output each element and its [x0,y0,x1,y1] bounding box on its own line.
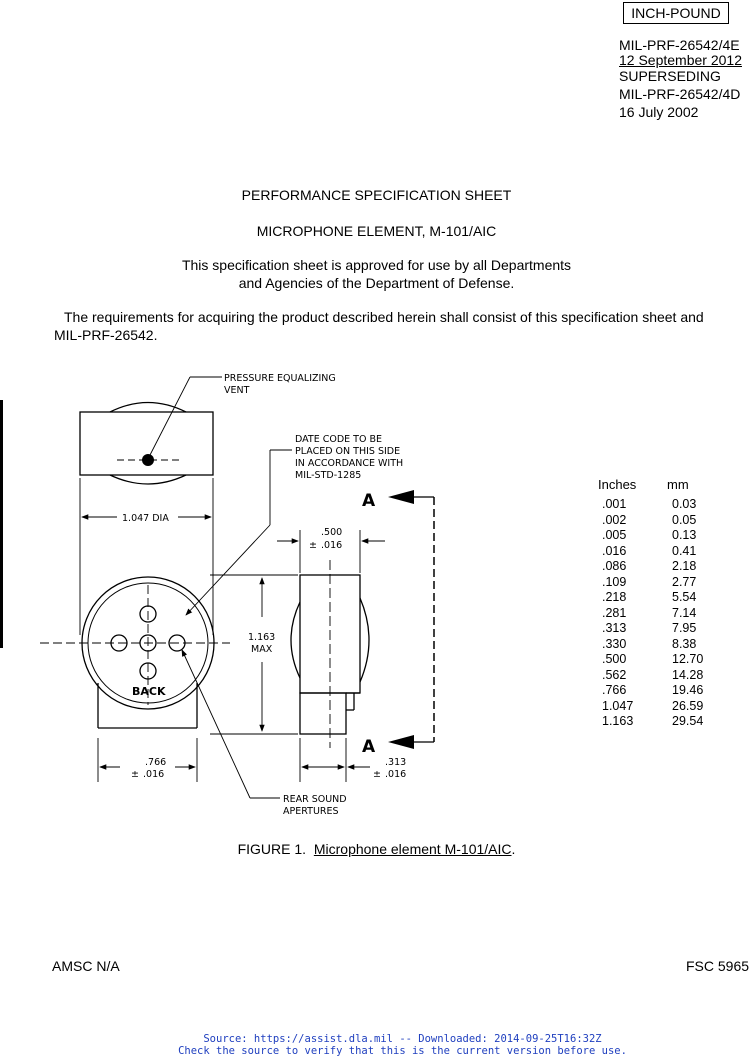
dim-313: .313 [385,757,406,768]
sheet-type-title: PERFORMANCE SPECIFICATION SHEET [241,187,512,203]
conversion-mm-value: 7.95 [672,621,697,635]
approval-line-1: This specification sheet is approved for… [181,257,572,273]
dim-1163: 1.163 [248,632,275,643]
conversion-header-inches: Inches [598,477,637,492]
section-a-top: A [362,491,376,511]
conversion-mm-value: 0.03 [672,497,697,511]
conversion-mm-value: 29.54 [672,714,704,728]
source-line-2: Check the source to verify that this is … [178,1045,627,1057]
dim-500: .500 [321,527,342,538]
conversion-inch-value: .109 [602,574,627,589]
doc-date: 12 September 2012 [619,52,742,68]
fsc-label: FSC 5965 [686,958,750,974]
conversion-mm-value: 0.05 [672,512,697,527]
conversion-inch-value: .016 [602,543,627,558]
tol-500: .016 [321,540,342,551]
conversion-mm-value: 2.77 [672,574,697,589]
date-code-label-1: DATE CODE TO BE [295,434,382,445]
conversion-inches-column: .001.002.005.016.086.109.218.281.313.330… [602,497,642,730]
plus-minus-500: ± [309,540,317,551]
conversion-inch-value: .086 [602,559,627,573]
conversion-mm-value: 19.46 [672,683,704,697]
top-view-dome [109,401,187,413]
vent-label-1: PRESSURE EQUALIZING [224,373,336,384]
conversion-mm-value: 12.70 [672,652,704,666]
source-line-1: Source: https://assist.dla.mil -- Downlo… [203,1033,602,1045]
conversion-mm-value: 5.54 [672,590,697,604]
conversion-mm-value: 2.18 [672,559,697,573]
microphone-drawing: PRESSURE EQUALIZING VENT DATE CODE TO BE… [40,373,435,817]
plus-minus-766: ± [131,769,139,780]
conversion-inch-value: .218 [602,590,627,604]
back-label: BACK [132,685,166,698]
conversion-mm-value: 14.28 [672,667,704,682]
conversion-inch-value: .330 [602,636,627,651]
max-label: MAX [251,644,273,655]
conversion-mm-value: 0.13 [672,528,697,542]
section-a-bottom: A [362,737,376,757]
conversion-inch-value: .001 [602,497,627,511]
source-notice: Source: https://assist.dla.mil -- Downlo… [0,1033,753,1057]
figure-suffix: . [511,841,516,857]
date-code-label-2: PLACED ON THIS SIDE [295,446,400,457]
doc-number: MIL-PRF-26542/4E [619,37,740,53]
date-code-label-3: IN ACCORDANCE WITH [295,458,403,469]
conversion-inch-value: .313 [602,621,627,635]
conversion-mm-value: 8.38 [672,636,697,651]
conversion-inch-value: .281 [602,605,627,620]
dia-dimension: 1.047 DIA [122,513,169,524]
conversion-inch-value: .002 [602,512,627,527]
change-bar [0,400,3,648]
top-view-body [79,411,214,476]
conversion-inch-value: 1.047 [602,698,634,713]
superseding-label: SUPERSEDING [619,68,721,84]
conversion-inch-value: .005 [602,528,627,542]
conversion-inch-value: .562 [602,667,627,682]
date-code-label-4: MIL-STD-1285 [295,470,361,481]
conversion-inch-value: .766 [602,683,627,697]
requirements-line-2: MIL-PRF-26542. [54,327,158,343]
plus-minus-313: ± [373,769,381,780]
conversion-inch-value: 1.163 [602,714,634,728]
tol-313: .016 [385,769,406,780]
dim-766: .766 [145,757,166,768]
requirements-line-1: The requirements for acquiring the produ… [64,309,704,325]
inch-pound-box: INCH-POUND [623,2,729,24]
requirements-paragraph: The requirements for acquiring the produ… [54,308,753,344]
conversion-mm-value: 0.41 [672,543,697,558]
figure-caption: FIGURE 1. Microphone element M-101/AIC. [0,841,753,857]
superseded-date: 16 July 2002 [619,104,699,120]
conversion-mm-value: 26.59 [672,698,704,713]
item-title: MICROPHONE ELEMENT, M-101/AIC [256,223,497,239]
conversion-header-mm: mm [667,477,689,492]
vent-label-2: VENT [224,385,250,396]
figure-prefix: FIGURE 1. [237,841,307,857]
tol-766: .016 [143,769,164,780]
conversion-inch-value: .500 [602,652,627,666]
approval-line-2: and Agencies of the Department of Defens… [238,275,515,291]
amsc-label: AMSC N/A [52,958,120,974]
superseded-number: MIL-PRF-26542/4D [619,86,741,102]
rear-sound-label-1: REAR SOUND [283,794,347,805]
rear-sound-label-2: APERTURES [283,806,339,817]
conversion-mm-value: 7.14 [672,605,697,620]
figure-title: Microphone element M-101/AIC [313,841,512,857]
